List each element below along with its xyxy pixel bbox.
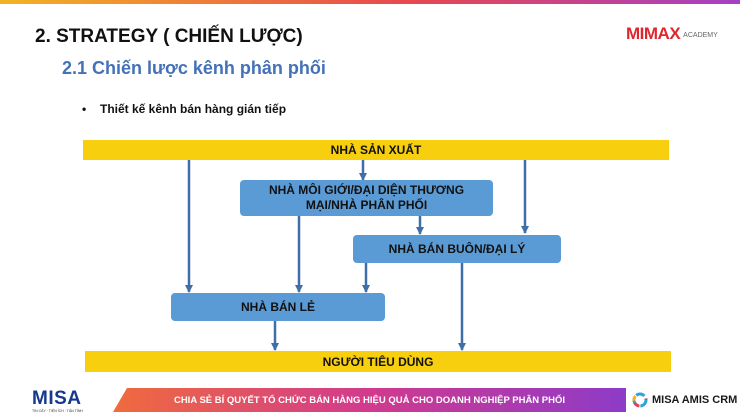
slide-subtitle: 2.1 Chiến lược kênh phân phối	[62, 58, 326, 78]
slide-title: 2. STRATEGY ( CHIẾN LƯỢC)	[35, 26, 303, 47]
bullet-item: • Thiết kế kênh bán hàng gián tiếp	[82, 102, 286, 116]
footer: MISA TIN CẬY · TIỆN ÍCH · TẬN TÌNH CHIA …	[0, 380, 740, 420]
amis-crm-logo: MISA AMIS CRM	[632, 392, 737, 408]
node-retailer: NHÀ BÁN LẺ	[171, 293, 385, 321]
node-consumer: NGƯỜI TIÊU DÙNG	[85, 351, 671, 372]
misa-logo: MISA TIN CẬY · TIỆN ÍCH · TẬN TÌNH	[32, 388, 83, 413]
amis-ring-icon	[632, 392, 648, 408]
bullet-text: Thiết kế kênh bán hàng gián tiếp	[100, 102, 287, 116]
footer-banner: CHIA SẺ BÍ QUYẾT TỔ CHỨC BÁN HÀNG HIỆU Q…	[113, 388, 626, 412]
node-wholesaler: NHÀ BÁN BUÔN/ĐẠI LÝ	[353, 235, 561, 263]
bullet-dot-icon: •	[82, 102, 87, 116]
node-manufacturer: NHÀ SẢN XUẤT	[83, 140, 669, 160]
amis-text: MISA AMIS CRM	[652, 394, 738, 406]
node-broker-line2: MẠI/NHÀ PHÂN PHỐI	[305, 198, 428, 212]
node-broker: NHÀ MÔI GIỚI/ĐẠI DIỆN THƯƠNG MẠI/NHÀ PHÂ…	[240, 180, 493, 216]
misa-tagline: TIN CẬY · TIỆN ÍCH · TẬN TÌNH	[32, 409, 83, 413]
mimax-brand: MIMAX	[626, 24, 681, 43]
top-gradient-bar	[0, 0, 740, 4]
misa-brand: MISA	[32, 388, 82, 409]
node-broker-line1: NHÀ MÔI GIỚI/ĐẠI DIỆN THƯƠNG	[268, 183, 465, 197]
mimax-academy: ACADEMY	[683, 32, 718, 39]
